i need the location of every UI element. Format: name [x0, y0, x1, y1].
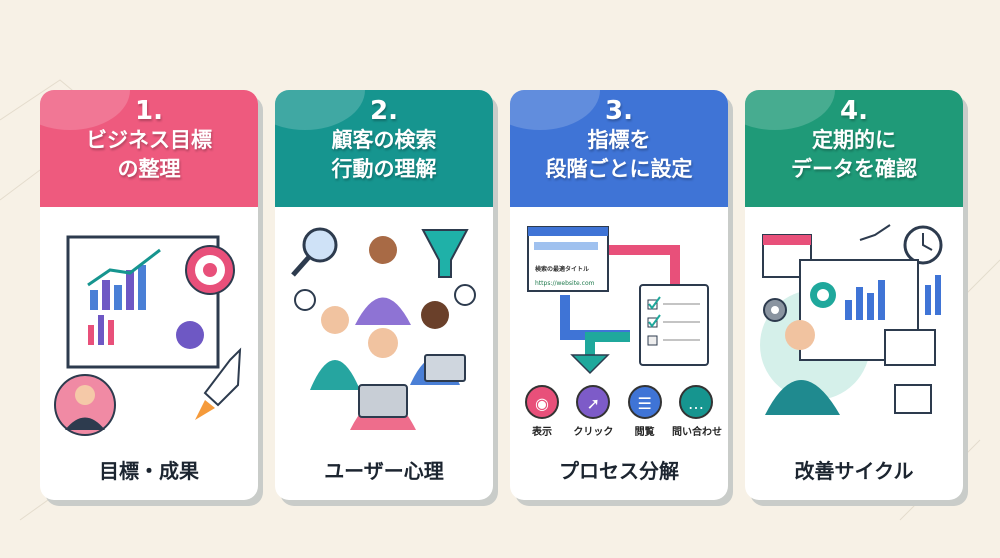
browser-result-url: https://website.com [535, 280, 595, 287]
card-header: 3. 指標を 段階ごとに設定 [510, 90, 728, 207]
card-title-line: ビジネス目標 [86, 128, 212, 152]
card-number: 4. [840, 96, 868, 126]
presentation-illustration [54, 235, 242, 436]
step-label: 閲覧 [634, 427, 655, 438]
card-title-line: 行動の理解 [331, 157, 437, 181]
eye-icon: ◉ [525, 385, 559, 419]
magnifier-icon [291, 227, 338, 277]
card-number: 1. [135, 96, 163, 126]
step-label: 表示 [532, 427, 552, 438]
card-footer: プロセス分解 [559, 459, 679, 483]
chat-icon: … [678, 385, 713, 419]
card-header: 2. 顧客の検索 行動の理解 [275, 90, 493, 207]
card-footer: ユーザー心理 [324, 459, 444, 483]
card-title-line: 段階ごとに設定 [545, 157, 693, 181]
step-click: ➚ クリック [569, 385, 617, 438]
card-header: 4. 定期的に データを確認 [745, 90, 963, 207]
process-flow-illustration [527, 226, 709, 375]
card-regular-review: 4. 定期的に データを確認 改善サイクル [745, 90, 963, 500]
card-customer-search: 2. 顧客の検索 行動の理解 ユーザー心理 [275, 90, 493, 500]
card-metrics: 3. 指標を 段階ごとに設定 検索の最適タイトル https://website… [510, 90, 728, 500]
step-browse: ☰ 閲覧 [621, 385, 669, 438]
card-title-line: 定期的に [812, 128, 896, 152]
document-icon: ☰ [627, 385, 662, 419]
card-title-line: の整理 [117, 157, 181, 181]
card-title-line: データを確認 [791, 157, 917, 181]
calendar-icon [762, 234, 812, 278]
step-label: クリック [573, 427, 614, 438]
card-number: 2. [370, 96, 398, 126]
person-avatar [54, 374, 116, 436]
card-title-line: 顧客の検索 [331, 128, 437, 152]
browser-window [527, 226, 609, 292]
funnel-icon [421, 229, 469, 278]
card-title-line: 指標を [587, 128, 651, 152]
analyst-person [765, 320, 840, 415]
gear-icon [763, 298, 787, 322]
rocket-icon [195, 347, 242, 420]
cursor-icon: ➚ [576, 385, 611, 419]
card-header: 1. ビジネス目標 の整理 [40, 90, 258, 207]
card-footer: 目標・成果 [99, 459, 199, 483]
bar-chart-icon [90, 265, 146, 310]
funnel-steps: ◉ 表示 ➚ クリック ☰ 閲覧 … 問い合わせ [518, 385, 722, 438]
card-business-goals: 1. ビジネス目標 の整理 目標・成果 [40, 90, 258, 500]
target-icon [185, 245, 235, 295]
browser-result-title: 検索の最適タイトル [535, 266, 590, 273]
card-footer: 改善サイクル [794, 459, 914, 483]
people-illustration [291, 227, 476, 430]
clock-icon [903, 225, 943, 265]
step-inquiry: … 問い合わせ [671, 385, 722, 438]
step-label: 問い合わせ [671, 427, 722, 438]
step-view: ◉ 表示 [518, 385, 566, 438]
dashboard-illustration [760, 224, 943, 415]
card-number: 3. [605, 96, 633, 126]
